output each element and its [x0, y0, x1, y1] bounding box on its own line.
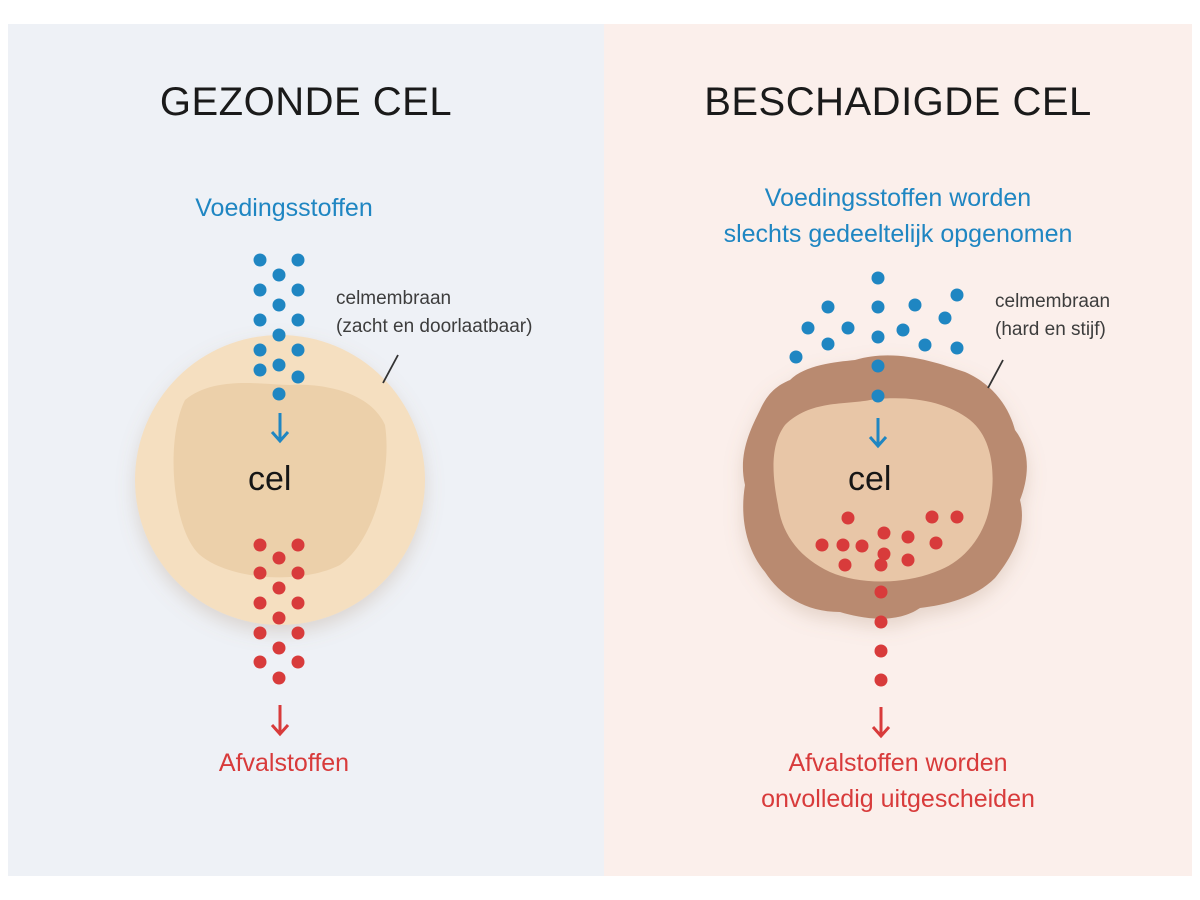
damaged-waste-label-line1: Afvalstoffen worden — [788, 749, 1008, 777]
damaged-membrane-label-line1: celmembraan — [995, 291, 1111, 312]
damaged-waste-dots — [815, 510, 964, 687]
damaged-membrane-label-line2: (hard en stijf) — [995, 319, 1106, 340]
healthy-membrane-label-line1: celmembraan — [336, 288, 452, 309]
damaged-waste-label: Afvalstoffen worden onvolledig uitgesche… — [604, 745, 1192, 817]
damaged-nutrients-label: Voedingsstoffen worden slechts gedeeltel… — [604, 180, 1192, 252]
healthy-waste-dots — [253, 538, 305, 685]
healthy-cell — [135, 335, 425, 625]
damaged-cell — [742, 355, 1027, 619]
healthy-membrane-label-line2: (zacht en doorlaatbaar) — [336, 316, 533, 337]
healthy-cell-label: cel — [248, 460, 292, 498]
damaged-nutrients-label-line2: slechts gedeeltelijk opgenomen — [723, 220, 1073, 248]
healthy-nutrient-dots — [253, 253, 305, 401]
healthy-waste-arrow — [270, 705, 290, 737]
healthy-nutrients-label: Voedingsstoffen — [195, 194, 373, 222]
damaged-nutrients-label-line1: Voedingsstoffen worden — [764, 184, 1032, 212]
damaged-membrane-pointer — [987, 359, 1004, 389]
damaged-nutrient-dots — [789, 271, 964, 403]
damaged-nutrient-arrow — [868, 418, 888, 449]
healthy-cell-core — [173, 383, 387, 578]
damaged-waste-arrow — [871, 707, 891, 739]
damaged-title: BESCHADIGDE CEL — [704, 80, 1092, 124]
damaged-membrane-label: celmembraan (hard en stijf) — [995, 288, 1110, 344]
damaged-waste-label-line2: onvolledig uitgescheiden — [761, 785, 1035, 813]
healthy-title: GEZONDE CEL — [159, 80, 453, 124]
healthy-membrane-pointer — [382, 354, 399, 384]
damaged-cell-core — [773, 398, 993, 582]
healthy-membrane-label: celmembraan (zacht en doorlaatbaar) — [336, 285, 532, 341]
healthy-waste-label: Afvalstoffen — [218, 749, 350, 777]
healthy-nutrient-arrow — [270, 413, 290, 444]
damaged-cell-label: cel — [848, 460, 892, 498]
